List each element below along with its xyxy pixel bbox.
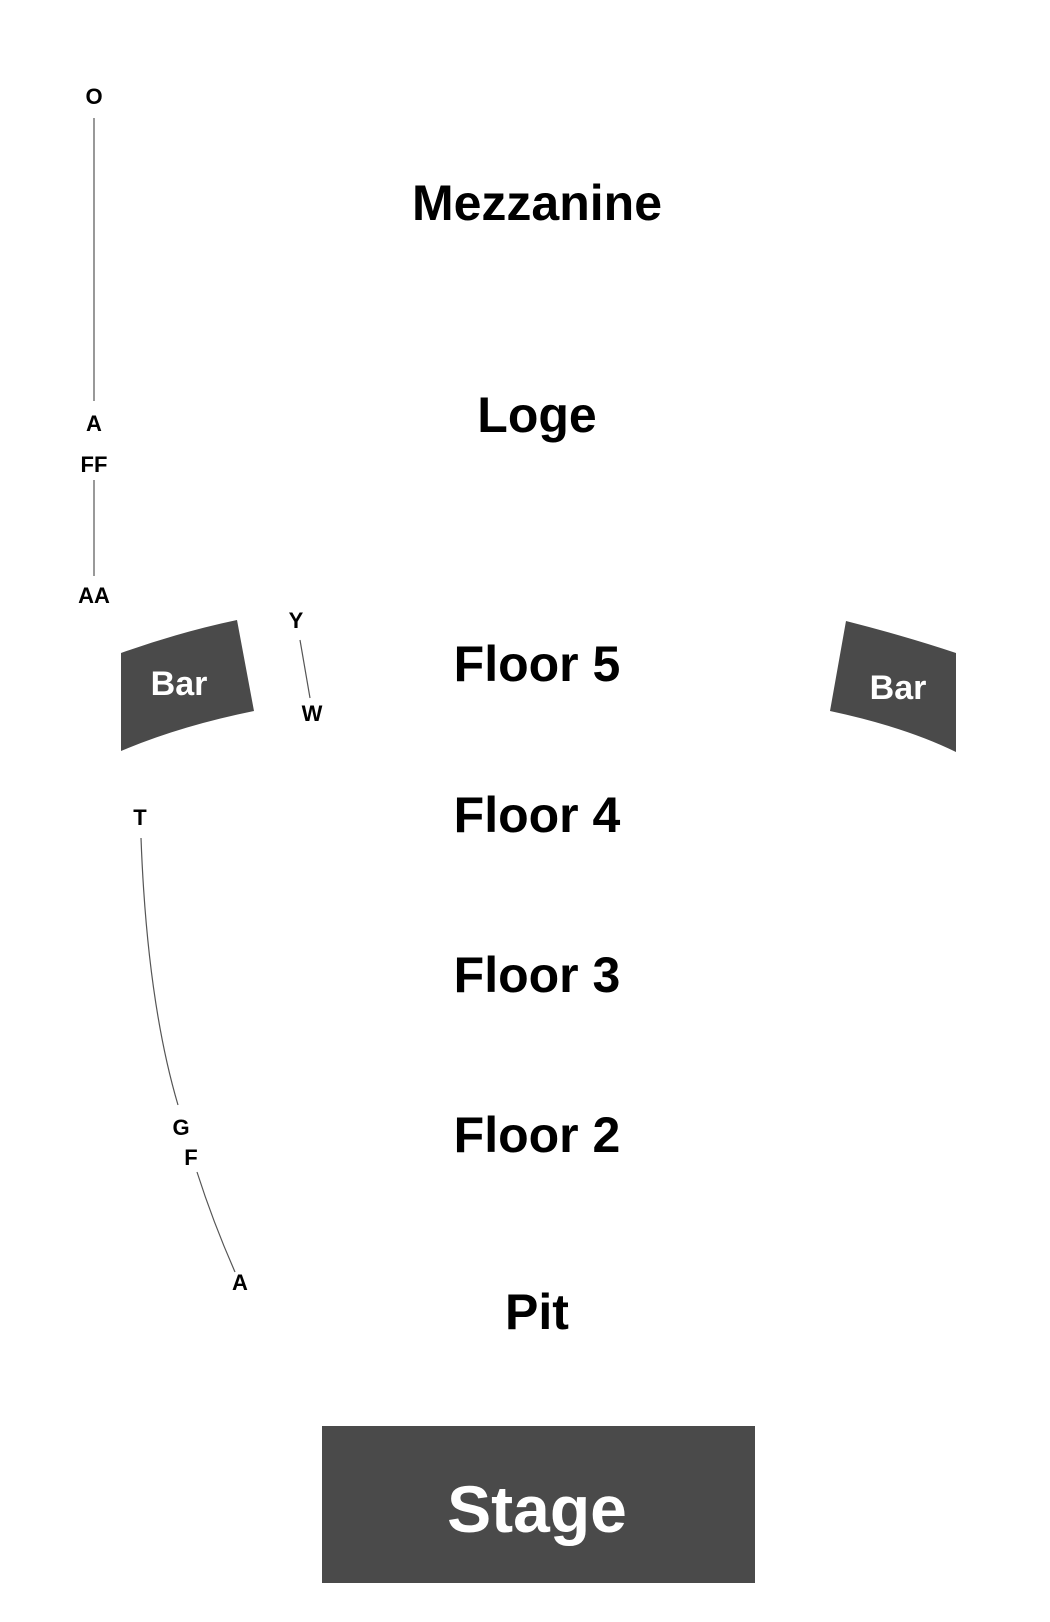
stage[interactable]: Stage — [322, 1426, 755, 1583]
row-label-floor4-start: T — [133, 805, 147, 830]
row-line-floor4-to-2 — [140, 837, 179, 1106]
bar-left-label: Bar — [151, 665, 208, 703]
row-label-loge-end: AA — [78, 583, 110, 608]
row-line-pit — [196, 1171, 236, 1273]
floor5-row-range: Y W — [289, 608, 323, 726]
row-label-floor5-start: Y — [289, 608, 304, 633]
row-label-floor5-end: W — [302, 701, 323, 726]
row-label-pit-end: A — [232, 1270, 248, 1295]
bar-right-shape — [830, 621, 956, 752]
stage-label: Stage — [447, 1472, 627, 1546]
section-pit[interactable]: Pit — [505, 1284, 569, 1340]
floor4-to-2-row-range: T G — [133, 805, 189, 1140]
stage-shape — [322, 1426, 755, 1583]
row-line-floor5 — [299, 639, 311, 699]
bar-left-shape — [121, 620, 254, 751]
pit-row-range: F A — [184, 1145, 248, 1295]
section-floor-5[interactable]: Floor 5 — [454, 636, 621, 692]
bar-right-label: Bar — [870, 669, 927, 707]
section-floor-4[interactable]: Floor 4 — [454, 787, 621, 843]
row-label-pit-start: F — [184, 1145, 197, 1170]
section-floor-3[interactable]: Floor 3 — [454, 947, 621, 1003]
bar-left[interactable]: Bar — [121, 620, 254, 751]
loge-row-range: FF AA — [78, 452, 110, 608]
mezzanine-row-range: O A — [85, 84, 102, 436]
row-label-loge-start: FF — [81, 452, 108, 477]
section-floor-2[interactable]: Floor 2 — [454, 1107, 621, 1163]
section-mezzanine[interactable]: Mezzanine — [412, 175, 662, 231]
row-label-mezzanine-end: A — [86, 411, 102, 436]
row-label-floor2-end: G — [172, 1115, 189, 1140]
bar-right[interactable]: Bar — [830, 621, 956, 752]
row-label-mezzanine-start: O — [85, 84, 102, 109]
section-loge[interactable]: Loge — [477, 387, 596, 443]
